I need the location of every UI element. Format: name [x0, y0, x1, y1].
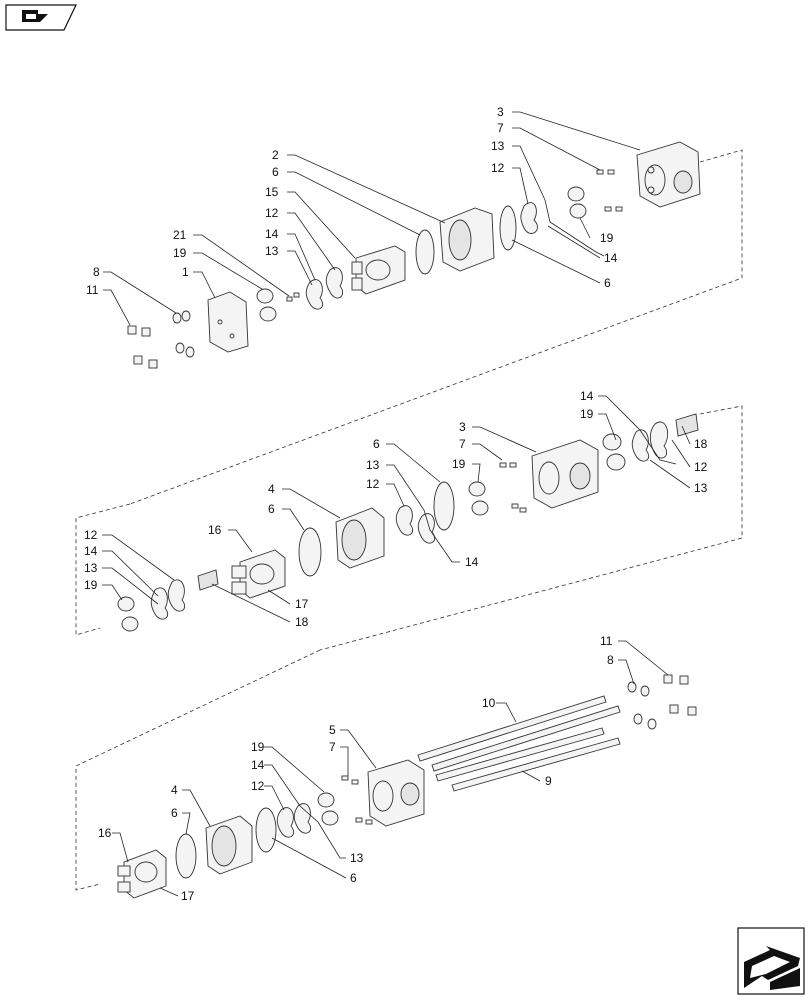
gear-housing-4 [335, 507, 385, 569]
section-3-leaders [112, 640, 669, 897]
callout-label: 13 [491, 139, 505, 153]
callout-label: 4 [171, 783, 178, 797]
callout-label: 3 [497, 105, 504, 119]
callout-label: 6 [171, 806, 178, 820]
section-2-parts [117, 413, 699, 632]
end-cover-1 [207, 291, 249, 353]
callout-label: 13 [694, 481, 708, 495]
callout-label: 12 [84, 528, 98, 542]
pump-body-3 [636, 141, 701, 208]
callout-label: 14 [84, 544, 98, 558]
callout-label: 6 [268, 502, 275, 516]
callout-label: 14 [265, 227, 279, 241]
callout-label: 2 [272, 148, 279, 162]
callout-label: 12 [251, 779, 265, 793]
callout-label: 19 [580, 407, 594, 421]
callout-label: 10 [482, 696, 496, 710]
callout-label: 21 [173, 228, 187, 242]
callout-label: 13 [350, 851, 364, 865]
callout-label: 9 [545, 774, 552, 788]
callout-label: 8 [93, 265, 100, 279]
callout-label: 13 [366, 458, 380, 472]
gear-housing-2 [439, 207, 495, 272]
callout-label: 16 [98, 826, 112, 840]
callout-label: 19 [251, 740, 265, 754]
callout-label: 13 [84, 561, 98, 575]
callout-label: 13 [265, 244, 279, 258]
callout-label: 16 [208, 523, 222, 537]
page-back-arrow-icon[interactable] [5, 4, 77, 31]
callout-label: 3 [459, 420, 466, 434]
section-1-parts [127, 141, 701, 369]
assembly-guide-lines [75, 149, 743, 891]
callout-label: 15 [265, 185, 279, 199]
callout-labels: 3 7 13 12 2 6 15 12 21 14 13 19 1 8 11 1… [84, 105, 708, 903]
gear-housing-4b [205, 815, 253, 875]
callout-label: 6 [604, 276, 611, 290]
section-1-leaders [103, 111, 641, 326]
callout-label: 12 [265, 206, 279, 220]
callout-label: 7 [329, 740, 336, 754]
gear-pair-15 [351, 245, 406, 295]
callout-label: 11 [86, 283, 99, 297]
callout-label: 19 [452, 457, 466, 471]
callout-label: 18 [694, 437, 708, 451]
callout-label: 6 [272, 165, 279, 179]
callout-label: 7 [497, 121, 504, 135]
callout-label: 14 [604, 251, 618, 265]
callout-label: 11 [600, 634, 613, 648]
callout-label: 1 [182, 265, 189, 279]
callout-label: 12 [694, 460, 708, 474]
page-next-arrow-icon[interactable] [737, 927, 805, 995]
callout-label: 14 [251, 758, 265, 772]
callout-label: 12 [491, 161, 505, 175]
section-2-leaders [102, 395, 691, 623]
pump-body-3b [531, 439, 599, 509]
callout-label: 14 [465, 555, 479, 569]
callout-label: 4 [268, 482, 275, 496]
section-3-parts [117, 674, 697, 899]
pump-body-5 [367, 759, 425, 827]
callout-label: 19 [600, 231, 614, 245]
callout-label: 5 [329, 723, 336, 737]
callout-label: 14 [580, 389, 594, 403]
callout-label: 17 [181, 889, 195, 903]
callout-label: 6 [373, 437, 380, 451]
callout-label: 12 [366, 477, 380, 491]
callout-label: 19 [173, 246, 187, 260]
callout-label: 19 [84, 578, 98, 592]
gear-pair-16b [117, 849, 167, 899]
callout-label: 6 [350, 871, 357, 885]
callout-label: 18 [295, 615, 309, 629]
callout-label: 7 [459, 437, 466, 451]
callout-label: 17 [295, 597, 309, 611]
callout-label: 8 [607, 653, 614, 667]
gear-pair-16 [231, 549, 286, 599]
